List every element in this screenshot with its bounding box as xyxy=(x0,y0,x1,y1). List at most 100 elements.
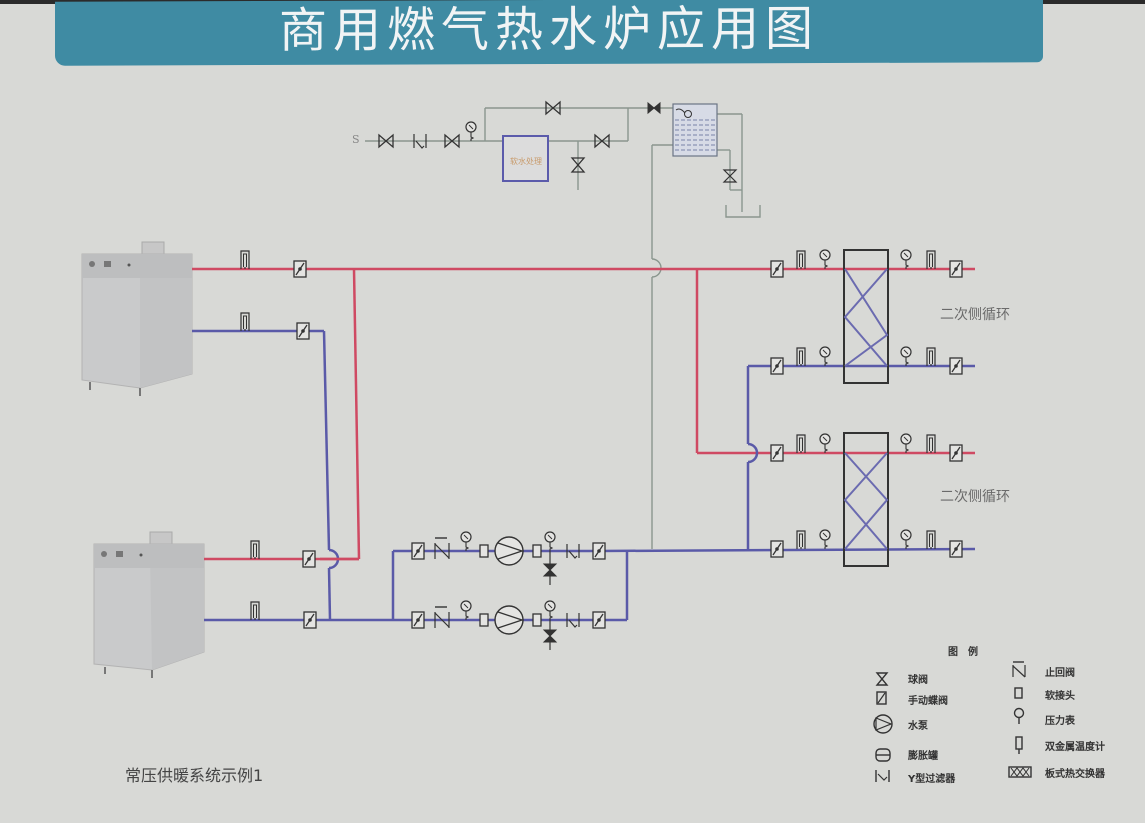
flexible-joint-icon xyxy=(532,613,542,627)
butterfly-valve-icon[interactable] xyxy=(411,542,425,560)
butterfly-valve-icon[interactable] xyxy=(770,540,784,558)
pump-group-2 xyxy=(411,600,606,650)
thermometer-icon xyxy=(926,347,936,367)
pressure-gauge-icon xyxy=(900,529,912,550)
pressure-gauge-icon xyxy=(900,433,912,454)
flexible-joint-icon xyxy=(532,544,542,558)
legend-label: 止回阀 xyxy=(1045,668,1075,679)
ball-valve-icon xyxy=(875,672,889,686)
secondary-loop-label: 二次侧循环 xyxy=(940,307,1010,323)
check-valve-icon xyxy=(434,606,450,629)
pressure-gauge-icon xyxy=(819,249,831,270)
return-pipes xyxy=(192,329,976,622)
legend-item: 双金属温度计 xyxy=(1045,738,1105,753)
legend-label: Y型过滤器 xyxy=(908,774,956,785)
plate-heat-exchanger-2[interactable] xyxy=(843,432,889,567)
secondary-loop-label: 二次侧循环 xyxy=(940,489,1010,505)
thermometer-icon xyxy=(926,250,936,270)
legend-item: 板式热交换器 xyxy=(1045,765,1105,780)
thermometer-icon xyxy=(926,530,936,550)
pressure-gauge-icon xyxy=(819,433,831,454)
pressure-gauge-icon xyxy=(465,121,477,142)
pressure-gauge-icon xyxy=(819,529,831,550)
butterfly-valve-icon[interactable] xyxy=(949,444,963,462)
thermometer-icon xyxy=(796,347,806,367)
butterfly-valve-icon[interactable] xyxy=(949,260,963,278)
legend-label: 手动蝶阀 xyxy=(908,696,948,707)
butterfly-valve-icon[interactable] xyxy=(293,260,307,278)
legend-item: 止回阀 xyxy=(1045,664,1075,679)
softener-label: 软水处理 xyxy=(510,157,542,166)
legend-label: 膨胀罐 xyxy=(908,751,938,762)
ball-valve-icon[interactable] xyxy=(722,169,738,183)
open-expansion-tank xyxy=(672,103,718,157)
butterfly-valve-icon[interactable] xyxy=(770,444,784,462)
butterfly-valve-icon[interactable] xyxy=(592,611,606,629)
pump-group-1 xyxy=(411,531,606,585)
butterfly-valve-icon[interactable] xyxy=(949,357,963,375)
ball-valve-icon[interactable] xyxy=(647,101,661,115)
pump-icon xyxy=(873,714,893,734)
drain-ball-valve-icon[interactable] xyxy=(542,629,558,643)
legend-item: 膨胀罐 xyxy=(908,747,938,762)
flexible-joint-icon xyxy=(1014,687,1023,699)
flexible-joint-icon xyxy=(479,613,489,627)
legend-item: 软接头 xyxy=(1045,687,1075,702)
butterfly-valve-icon[interactable] xyxy=(296,322,310,340)
thermometer-icon xyxy=(240,250,250,270)
butterfly-valve-icon xyxy=(876,691,887,705)
plate-heat-exchanger-1[interactable] xyxy=(843,249,889,384)
thermometer-icon xyxy=(250,601,260,621)
pressure-gauge-icon xyxy=(819,346,831,367)
legend-item: 压力表 xyxy=(1045,712,1075,727)
legend-label: 双金属温度计 xyxy=(1045,742,1105,753)
check-valve-icon xyxy=(434,537,450,560)
butterfly-valve-icon[interactable] xyxy=(770,357,784,375)
butterfly-valve-icon[interactable] xyxy=(592,542,606,560)
makeup-water-line xyxy=(365,107,761,549)
pressure-gauge-icon xyxy=(1013,707,1025,724)
pressure-gauge-icon xyxy=(460,531,472,552)
boiler-2[interactable] xyxy=(93,531,205,678)
drain-ball-valve-icon[interactable] xyxy=(542,563,558,577)
boiler-1[interactable] xyxy=(81,241,193,396)
pump-icon[interactable] xyxy=(494,605,524,635)
thermometer-icon xyxy=(796,530,806,550)
legend-item: 手动蝶阀 xyxy=(908,692,948,707)
water-source-label: S xyxy=(352,133,360,146)
diagram-caption: 常压供暖系统示例1 xyxy=(125,766,264,785)
legend-item: 水泵 xyxy=(908,717,928,732)
thermometer-icon xyxy=(240,312,250,332)
expansion-tank-icon xyxy=(875,748,891,762)
thermometer-icon xyxy=(250,540,260,560)
butterfly-valve-icon[interactable] xyxy=(302,550,316,568)
supply-pipes xyxy=(192,267,975,561)
bimetal-thermometer-icon xyxy=(1015,736,1023,754)
legend-label: 压力表 xyxy=(1045,716,1075,727)
legend-title: 图例 xyxy=(948,647,988,658)
pressure-gauge-icon xyxy=(544,600,556,621)
butterfly-valve-icon[interactable] xyxy=(411,611,425,629)
butterfly-valve-icon[interactable] xyxy=(770,260,784,278)
thermometer-icon xyxy=(926,434,936,454)
thermometer-icon xyxy=(796,434,806,454)
butterfly-valve-icon[interactable] xyxy=(949,540,963,558)
pressure-gauge-icon xyxy=(900,249,912,270)
legend-label: 板式热交换器 xyxy=(1045,769,1105,780)
legend-label: 软接头 xyxy=(1045,691,1075,702)
pressure-gauge-icon xyxy=(900,346,912,367)
legend-label: 水泵 xyxy=(908,721,928,732)
pressure-gauge-icon xyxy=(544,531,556,552)
thermometer-icon xyxy=(796,250,806,270)
legend-item: Y型过滤器 xyxy=(908,770,955,785)
flexible-joint-icon xyxy=(479,544,489,558)
butterfly-valve-icon[interactable] xyxy=(303,611,317,629)
pressure-gauge-icon xyxy=(460,600,472,621)
y-strainer-icon xyxy=(875,770,890,782)
pump-icon[interactable] xyxy=(494,536,524,566)
water-softener-box xyxy=(502,135,549,182)
legend-icons xyxy=(873,661,1032,782)
plate-heat-exchanger-icon xyxy=(1008,766,1032,778)
legend-label: 球阀 xyxy=(908,675,928,686)
